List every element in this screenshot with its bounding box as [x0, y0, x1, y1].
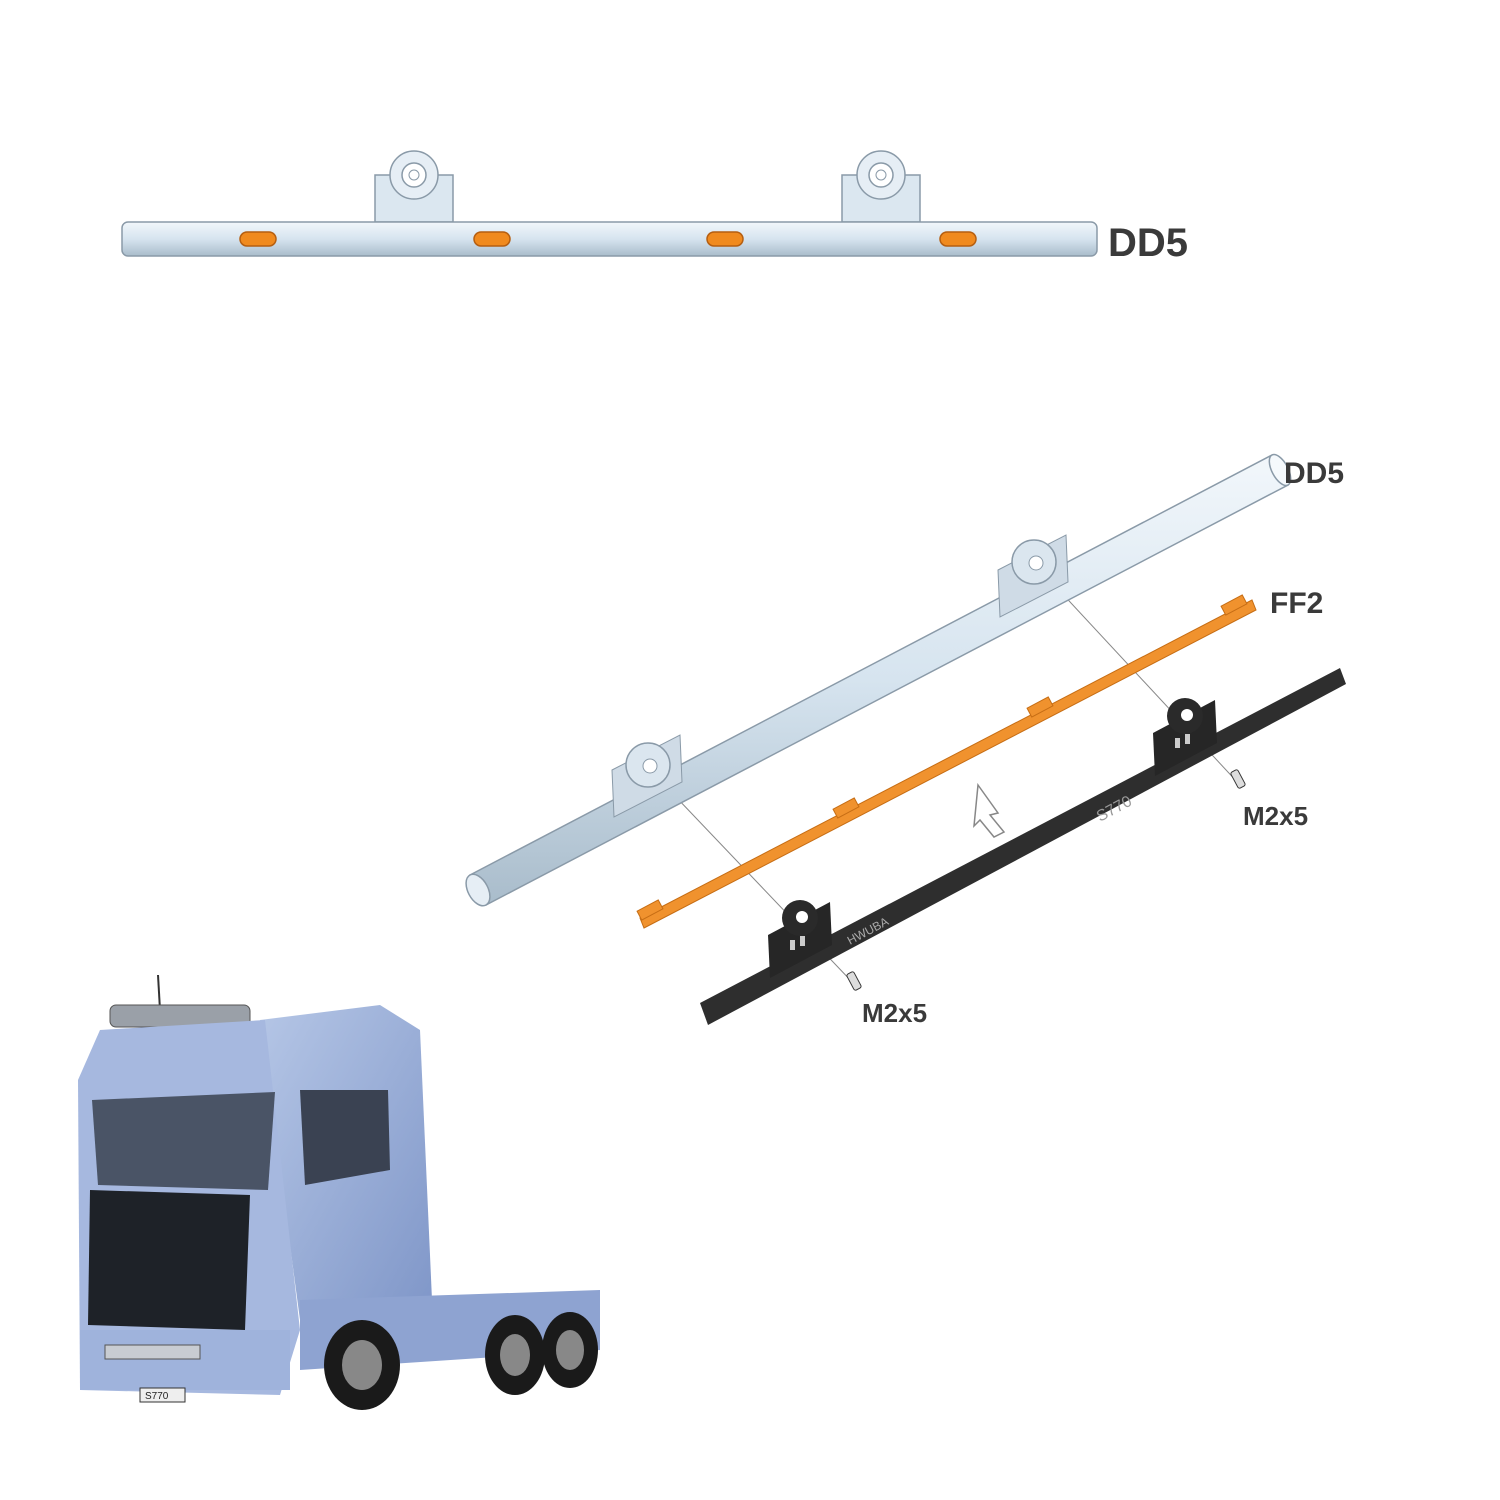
license-plate-text: S770 [145, 1391, 169, 1402]
top-part-label: DD5 [1108, 221, 1188, 265]
windshield [92, 1092, 275, 1190]
base-bracket-right [1153, 698, 1217, 776]
light-bar-tube [121, 221, 1098, 257]
amber-lights [239, 231, 977, 247]
license-plate [139, 1387, 186, 1403]
truck-illustration: S770 [78, 974, 600, 1410]
top-view-light-bar: DD5 [121, 150, 1188, 265]
amber-light [706, 231, 744, 247]
base-bracket-left [768, 900, 832, 978]
strip-ff2 [636, 594, 1257, 929]
amber-light [939, 231, 977, 247]
mount-bracket-left [374, 150, 454, 223]
rod-mount-left [611, 734, 683, 818]
assembly-arrow-icon [973, 782, 1006, 838]
screw-left [846, 971, 862, 991]
strip-label: FF2 [1270, 587, 1323, 620]
grille [88, 1190, 250, 1330]
mount-bracket-right [841, 150, 921, 223]
bumper-lights [104, 1344, 201, 1360]
screw-right-label: M2x5 [1243, 801, 1308, 831]
screw-right [1230, 769, 1246, 789]
amber-light [239, 231, 277, 247]
screw-left-label: M2x5 [862, 998, 927, 1028]
rod-mount-right [997, 534, 1069, 618]
bumper [80, 1330, 290, 1390]
antenna [157, 974, 161, 1011]
rod-dd5 [465, 453, 1292, 907]
exploded-view: DD5 FF2 S770 HWUBA [465, 453, 1346, 1028]
amber-light [473, 231, 511, 247]
wheels [324, 1312, 598, 1410]
rod-label: DD5 [1284, 457, 1344, 490]
side-window [300, 1090, 390, 1185]
